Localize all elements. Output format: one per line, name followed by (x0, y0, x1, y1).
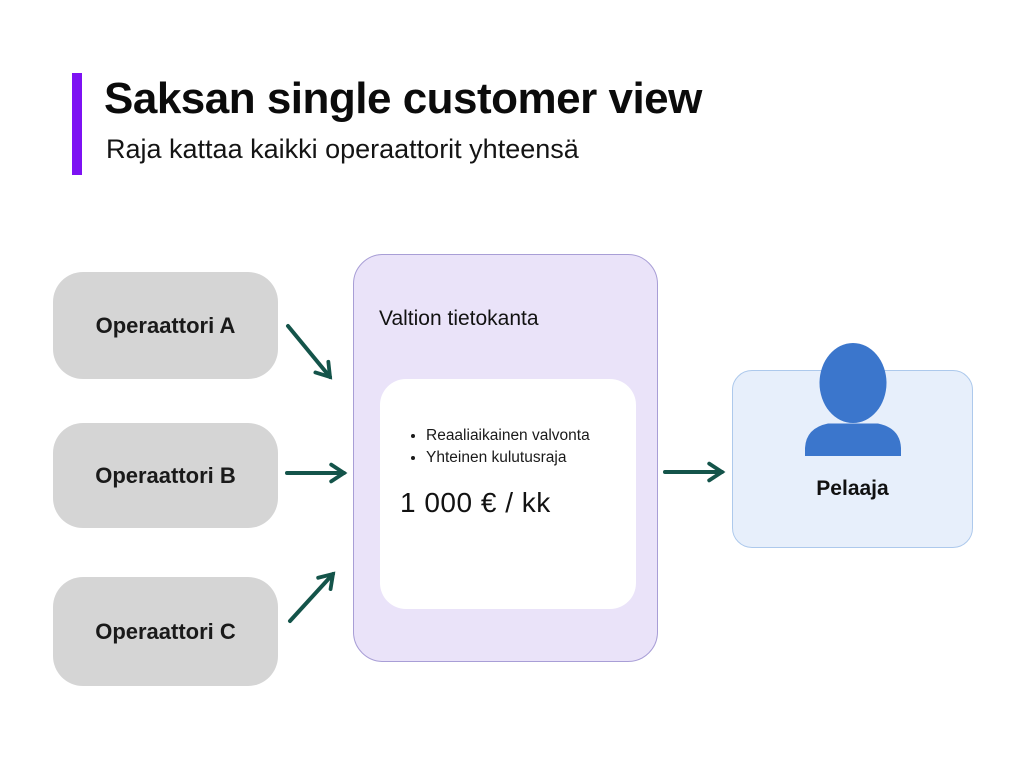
state-database-box: Valtion tietokanta Reaaliaikainen valvon… (353, 254, 658, 662)
database-bullet-list: Reaaliaikainen valvonta Yhteinen kulutus… (400, 425, 622, 469)
arrow-operator-a-to-database (286, 324, 333, 380)
page-subtitle: Raja kattaa kaikki operaattorit yhteensä (106, 134, 579, 164)
title-accent-bar (72, 73, 82, 175)
bullet-shared-spending-limit: Yhteinen kulutusraja (426, 447, 622, 469)
page-title: Saksan single customer view (104, 74, 702, 123)
monthly-limit-value: 1 000 € / kk (400, 487, 551, 518)
state-database-title: Valtion tietokanta (379, 307, 539, 330)
person-icon (804, 343, 901, 456)
arrow-operator-c-to-database (288, 571, 336, 623)
operator-c-label: Operaattori C (95, 618, 236, 644)
database-detail-card: Reaaliaikainen valvonta Yhteinen kulutus… (380, 379, 636, 609)
bullet-realtime-monitoring: Reaaliaikainen valvonta (426, 425, 622, 447)
player-label: Pelaaja (816, 477, 889, 500)
operator-a-box: Operaattori A (53, 272, 278, 379)
operator-b-box: Operaattori B (53, 423, 278, 528)
operator-c-box: Operaattori C (53, 577, 278, 686)
operator-a-label: Operaattori A (95, 312, 236, 338)
player-box: Pelaaja (732, 343, 973, 548)
operator-b-label: Operaattori B (95, 462, 236, 488)
